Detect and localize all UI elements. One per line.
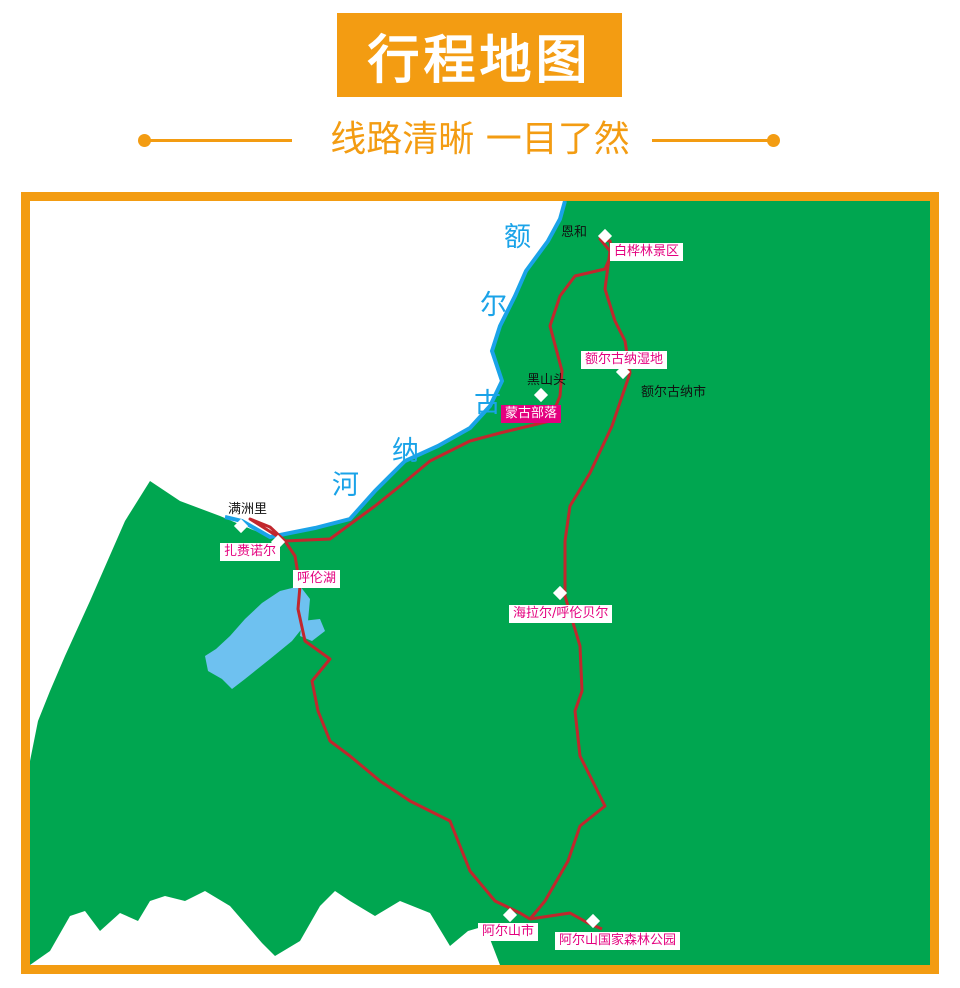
route-map: 额 尔 古 纳 河 恩和 白桦林景区 额尔古纳湿地 额尔古纳市 黑山头 蒙古部落… <box>21 192 939 974</box>
label-enhe: 恩和 <box>561 225 588 240</box>
label-arxan-park: 阿尔山国家森林公园 <box>555 932 681 950</box>
marker-arxan-city <box>502 907 518 923</box>
label-wetland: 额尔古纳湿地 <box>581 351 668 369</box>
land-area <box>30 201 930 965</box>
label-arxan-city: 阿尔山市 <box>478 923 539 941</box>
subtitle-dot-right <box>767 134 780 147</box>
marker-heishantou <box>533 387 549 403</box>
river-name-char-1: 额 <box>504 222 531 253</box>
hulun-lake <box>205 586 310 689</box>
marker-arxan-park <box>585 913 601 929</box>
subtitle-rule-left <box>146 139 292 142</box>
marker-manzhouli <box>233 518 249 534</box>
river-name-char-4: 纳 <box>392 436 419 467</box>
page-subtitle: 线路清晰 一目了然 <box>330 119 630 160</box>
river-name-char-5: 河 <box>332 470 359 501</box>
label-zhalai: 扎赉诺尔 <box>220 543 281 561</box>
label-manzhouli: 满洲里 <box>228 502 268 517</box>
label-hulun-lake: 呼伦湖 <box>293 570 341 588</box>
label-heishantou: 黑山头 <box>527 373 567 388</box>
page-title: 行程地图 <box>337 13 622 97</box>
small-lake <box>300 619 325 641</box>
label-ergun-city: 额尔古纳市 <box>641 385 707 400</box>
river-name-char-2: 尔 <box>480 290 507 321</box>
marker-layer <box>233 228 631 929</box>
label-mongol: 蒙古部落 <box>501 405 562 423</box>
river-name-char-3: 古 <box>474 388 501 419</box>
label-hailar: 海拉尔/呼伦贝尔 <box>509 605 613 623</box>
marker-enhe <box>597 228 613 244</box>
ergun-river <box>224 201 567 540</box>
marker-hailar <box>552 585 568 601</box>
subtitle-dot-left <box>138 134 151 147</box>
label-baihua: 白桦林景区 <box>610 243 684 261</box>
subtitle-rule-right <box>652 139 774 142</box>
